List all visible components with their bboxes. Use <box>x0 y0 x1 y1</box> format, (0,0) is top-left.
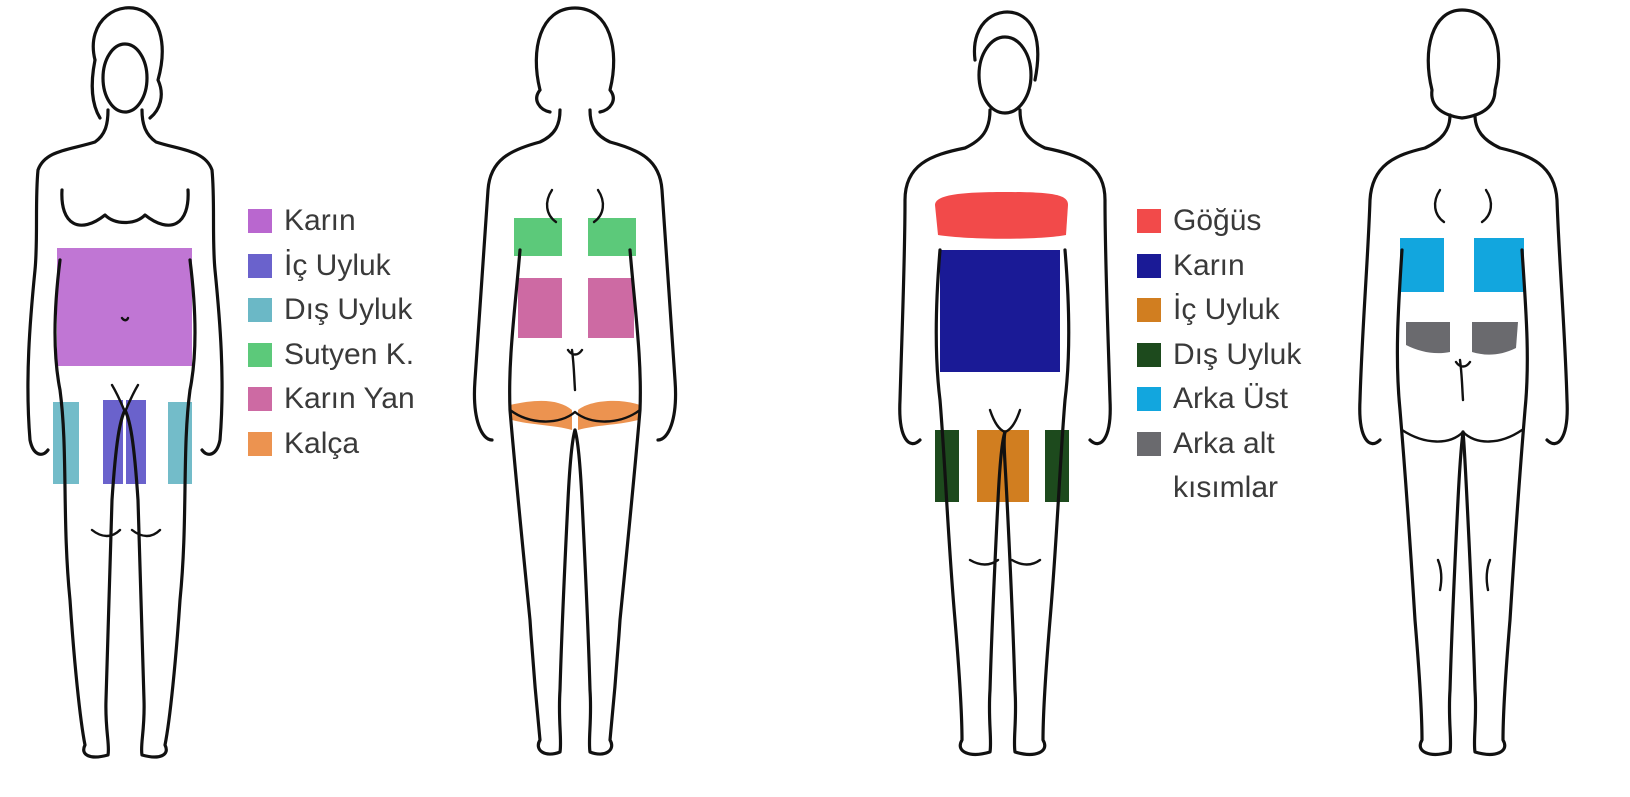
legend-item-arka-ust: Arka Üst <box>1137 382 1301 427</box>
female-back-figure <box>460 0 690 797</box>
legend-label: Dış Uyluk <box>284 293 412 327</box>
female-front-figure <box>0 0 250 797</box>
swatch-sutyen <box>248 343 272 367</box>
female-front-outline <box>28 8 222 757</box>
legend-label-line1: Arka alt <box>1173 427 1275 460</box>
male-front-outline <box>900 12 1110 754</box>
legend-item-gogus: Göğüs <box>1137 204 1301 249</box>
male-back-figure <box>1350 0 1580 797</box>
female-legend: Karın İç Uyluk Dış Uyluk Sutyen K. Karın… <box>248 204 415 471</box>
legend-label: Karın Yan <box>284 382 415 416</box>
legend-label: Kalça <box>284 427 359 461</box>
swatch-arka-ust <box>1137 387 1161 411</box>
male-front-figure <box>890 0 1130 797</box>
legend-label: Arka Üst <box>1173 382 1288 416</box>
swatch-gogus <box>1137 209 1161 233</box>
legend-item-dis-uyluk: Dış Uyluk <box>248 293 415 338</box>
zone-arka-ust-left <box>1400 238 1444 292</box>
zone-karin-yan-left <box>518 278 562 338</box>
legend-item-sutyen: Sutyen K. <box>248 338 415 383</box>
legend-item-arka-alt: Arka alt kısımlar <box>1137 427 1301 510</box>
swatch-kalca <box>248 432 272 456</box>
legend-item-ic-uyluk-male: İç Uyluk <box>1137 293 1301 338</box>
zone-arka-ust-right <box>1474 238 1524 292</box>
legend-label: Göğüs <box>1173 204 1261 238</box>
legend-label: Dış Uyluk <box>1173 338 1301 372</box>
swatch-dis-uyluk <box>248 298 272 322</box>
legend-item-ic-uyluk: İç Uyluk <box>248 249 415 294</box>
legend-label: İç Uyluk <box>1173 293 1280 327</box>
legend-label: Sutyen K. <box>284 338 414 372</box>
swatch-karin-yan <box>248 387 272 411</box>
legend-item-karin-male: Karın <box>1137 249 1301 294</box>
legend-item-karin: Karın <box>248 204 415 249</box>
zone-arka-alt-right <box>1472 322 1518 355</box>
male-legend: Göğüs Karın İç Uyluk Dış Uyluk Arka Üst … <box>1137 204 1301 510</box>
legend-item-karin-yan: Karın Yan <box>248 382 415 427</box>
legend-item-kalca: Kalça <box>248 427 415 472</box>
female-back-outline <box>474 8 675 754</box>
zone-arka-alt-left <box>1406 322 1450 353</box>
male-back-outline <box>1360 10 1567 754</box>
legend-label-multiline: Arka alt kısımlar <box>1173 422 1278 510</box>
zone-gogus <box>935 192 1068 239</box>
zone-kalca <box>510 401 640 430</box>
legend-item-dis-uyluk-male: Dış Uyluk <box>1137 338 1301 383</box>
swatch-arka-alt <box>1137 432 1161 456</box>
swatch-karin-male <box>1137 254 1161 278</box>
zone-dis-uyluk-right-male <box>1045 430 1069 502</box>
legend-label: İç Uyluk <box>284 249 391 283</box>
legend-label: Karın <box>1173 249 1245 283</box>
legend-label-line2: kısımlar <box>1173 471 1278 504</box>
zone-karin-male <box>940 250 1060 372</box>
swatch-ic-uyluk <box>248 254 272 278</box>
swatch-karin <box>248 209 272 233</box>
swatch-dis-uyluk-male <box>1137 343 1161 367</box>
zone-karin-yan-right <box>588 278 634 338</box>
legend-label: Karın <box>284 204 356 238</box>
swatch-ic-uyluk-male <box>1137 298 1161 322</box>
zone-karin <box>57 248 192 366</box>
